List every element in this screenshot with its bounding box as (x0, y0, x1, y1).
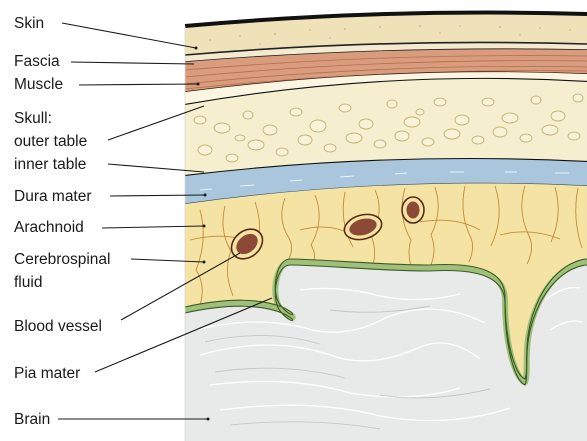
label-skull: Skull: (14, 110, 52, 127)
label-pia-mater: Pia mater (14, 365, 80, 382)
label-outer-table: outer table (14, 133, 87, 150)
label-skin: Skin (14, 15, 44, 32)
label-arachnoid: Arachnoid (14, 219, 84, 236)
label-inner-table: inner table (14, 156, 86, 173)
label-brain: Brain (14, 411, 50, 428)
label-muscle: Muscle (14, 76, 63, 93)
leader-muscle (79, 84, 198, 85)
leader-fascia (71, 62, 194, 64)
label-blood-vessel: Blood vessel (14, 318, 102, 335)
label-dura-mater: Dura mater (14, 188, 92, 205)
label-fascia: Fascia (14, 53, 60, 70)
label-csf-line1: Cerebrospinal (14, 251, 111, 268)
leader-skin (62, 23, 196, 48)
label-csf-line2: fluid (14, 274, 42, 291)
